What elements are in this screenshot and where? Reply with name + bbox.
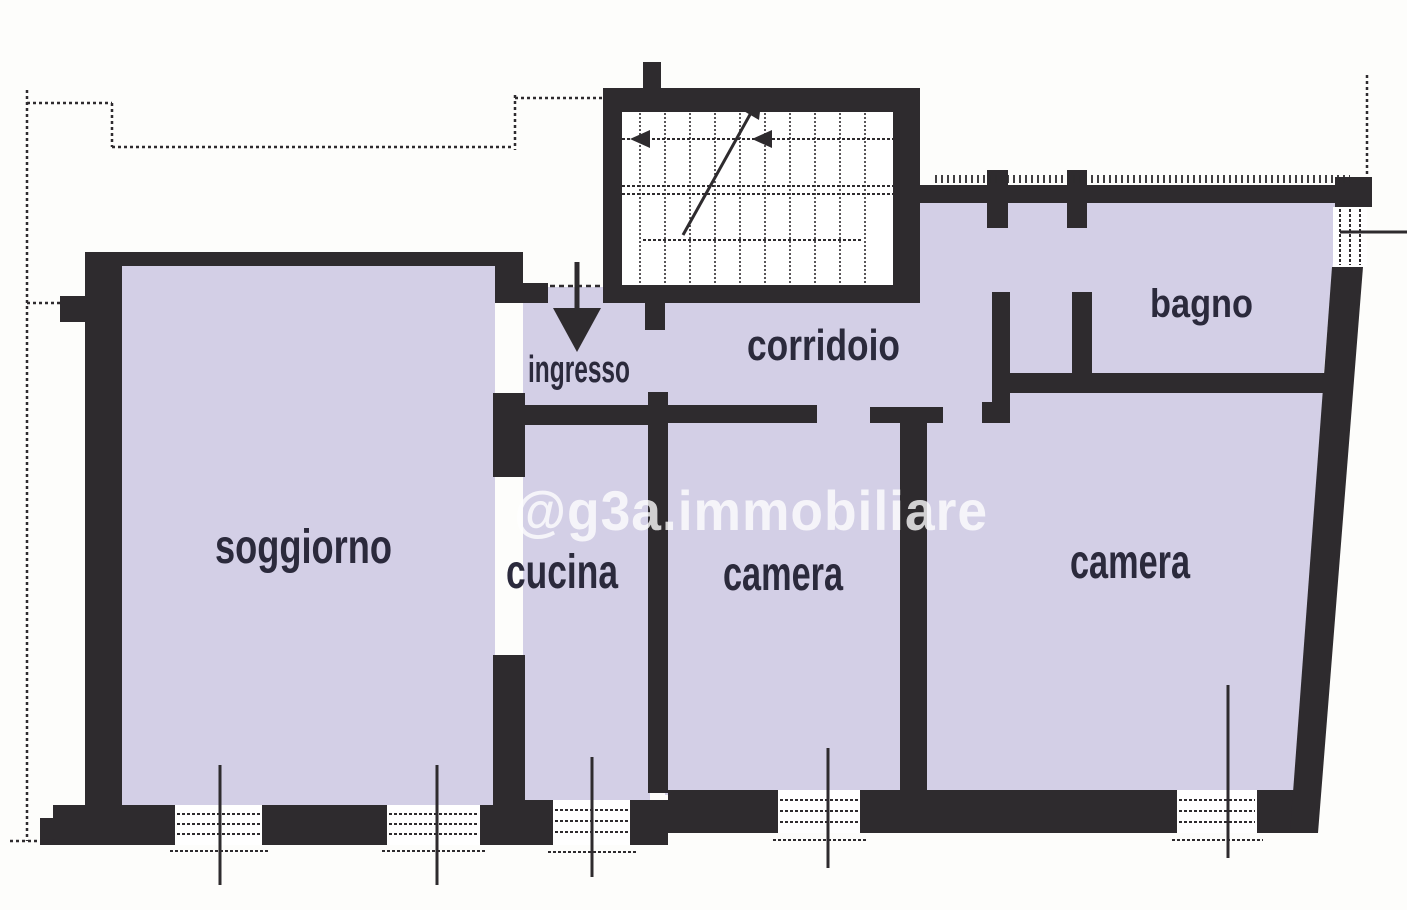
wall-cucina-top: [523, 405, 650, 425]
room-area-bagno: [920, 203, 1338, 393]
labels-group: soggiorno cucina camera camera bagno cor…: [215, 282, 1253, 601]
wall-stairwell-top: [603, 88, 920, 112]
windows-group: [170, 207, 1407, 885]
room-area-camera-right: [925, 390, 1325, 800]
wall-bagno-bottom: [1007, 373, 1326, 393]
wall-divider-cucina-camera: [648, 392, 668, 793]
wall-stairwell-bottom: [603, 285, 920, 303]
watermark-text: @g3a.immobiliare: [514, 479, 988, 542]
rooms-group: [122, 203, 1338, 805]
room-label-soggiorno: soggiorno: [215, 521, 392, 574]
wall-top-soggiorno: [85, 252, 523, 266]
wall-bagno-stub-2: [1072, 292, 1092, 375]
wall-bagno-stub-1-foot: [982, 402, 1010, 423]
room-label-corridoio: corridoio: [747, 321, 900, 370]
wall-divider-cameras: [900, 423, 927, 793]
room-label-bagno: bagno: [1150, 282, 1253, 326]
room-label-camera-right: camera: [1070, 536, 1190, 589]
outline-group: [10, 75, 1369, 843]
wall-top-stub-1: [987, 170, 1008, 228]
room-label-ingresso: ingresso: [528, 349, 630, 391]
wall-stairwell-right: [893, 88, 920, 303]
wall-bagno-stub-1: [992, 292, 1010, 423]
stairwell-group: [622, 95, 893, 287]
wall-entry-jamb: [495, 252, 523, 303]
wall-divider-sogg-cucina-b: [493, 655, 525, 805]
room-label-cucina: cucina: [506, 546, 618, 599]
wall-left: [85, 252, 122, 845]
wall-top-stub-2: [1067, 170, 1087, 228]
wall-camera-mid-top: [668, 405, 817, 423]
wall-bottom-camera-right: [927, 790, 1316, 833]
wall-left-stub: [60, 296, 85, 322]
wall-stairwell-chimney: [643, 62, 661, 88]
wall-right-slanted: [1290, 267, 1363, 833]
room-area-soggiorno: [122, 266, 495, 805]
room-label-camera-mid: camera: [723, 548, 843, 601]
wall-stairwell-stub: [645, 303, 665, 330]
wall-top-right-corner: [1335, 177, 1372, 207]
entrance-arrow: [553, 262, 601, 352]
room-area-corridoio: [523, 298, 995, 425]
wall-t-cap: [870, 407, 943, 423]
room-area-camera-mid: [665, 405, 910, 795]
wall-stairwell-left: [603, 88, 622, 303]
wall-entry-jamb-step: [523, 283, 548, 303]
wall-top-bagno: [920, 185, 1360, 203]
wall-divider-sogg-cucina-a: [493, 393, 525, 477]
